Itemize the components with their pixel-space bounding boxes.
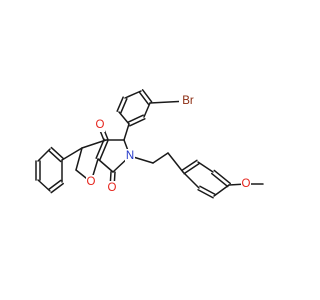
single-bond [197, 161, 214, 173]
double-bond [213, 169, 232, 185]
atom-label-br: Br [182, 95, 194, 107]
single-bond [182, 171, 200, 189]
double-bond [138, 91, 150, 105]
single-bond [97, 158, 114, 173]
single-bond [123, 123, 130, 141]
double-bond [183, 162, 200, 175]
atom-label-background [179, 94, 197, 108]
double-bond [116, 96, 124, 112]
double-bond [129, 118, 146, 127]
double-bond [199, 185, 216, 195]
single-bond [124, 90, 142, 99]
double-bond [181, 159, 198, 172]
atom-label-background [86, 175, 96, 189]
atom-label-o_ketone: O [96, 119, 105, 131]
atom-label-n: N [126, 150, 134, 162]
single-bond [37, 148, 51, 162]
atom-label-background [241, 177, 251, 191]
double-bond [141, 89, 153, 103]
double-bond [47, 149, 62, 163]
atom-label-o_ring: O [87, 176, 96, 188]
double-bond [50, 182, 64, 194]
single-bond [118, 111, 130, 125]
atom-label-o_ether: O [242, 178, 251, 190]
double-bond [48, 179, 62, 191]
atom-label-background [107, 181, 117, 195]
single-bond [143, 102, 151, 118]
bond-layer [35, 89, 264, 199]
atom-label-o_lactam: O [108, 182, 117, 194]
single-bond [37, 179, 51, 192]
single-bond [81, 139, 107, 149]
single-bond [152, 152, 169, 164]
double-bond [120, 98, 128, 114]
double-bond [50, 146, 65, 160]
single-bond [213, 184, 230, 197]
atom-label-background [125, 149, 135, 163]
single-bond [61, 147, 83, 161]
double-bond [99, 140, 109, 161]
double-bond [95, 138, 105, 159]
single-bond [75, 147, 83, 171]
double-bond [127, 114, 144, 123]
atom-label-background [95, 118, 105, 132]
single-bond [167, 152, 184, 173]
double-bond [197, 189, 214, 199]
double-bond [210, 172, 229, 188]
